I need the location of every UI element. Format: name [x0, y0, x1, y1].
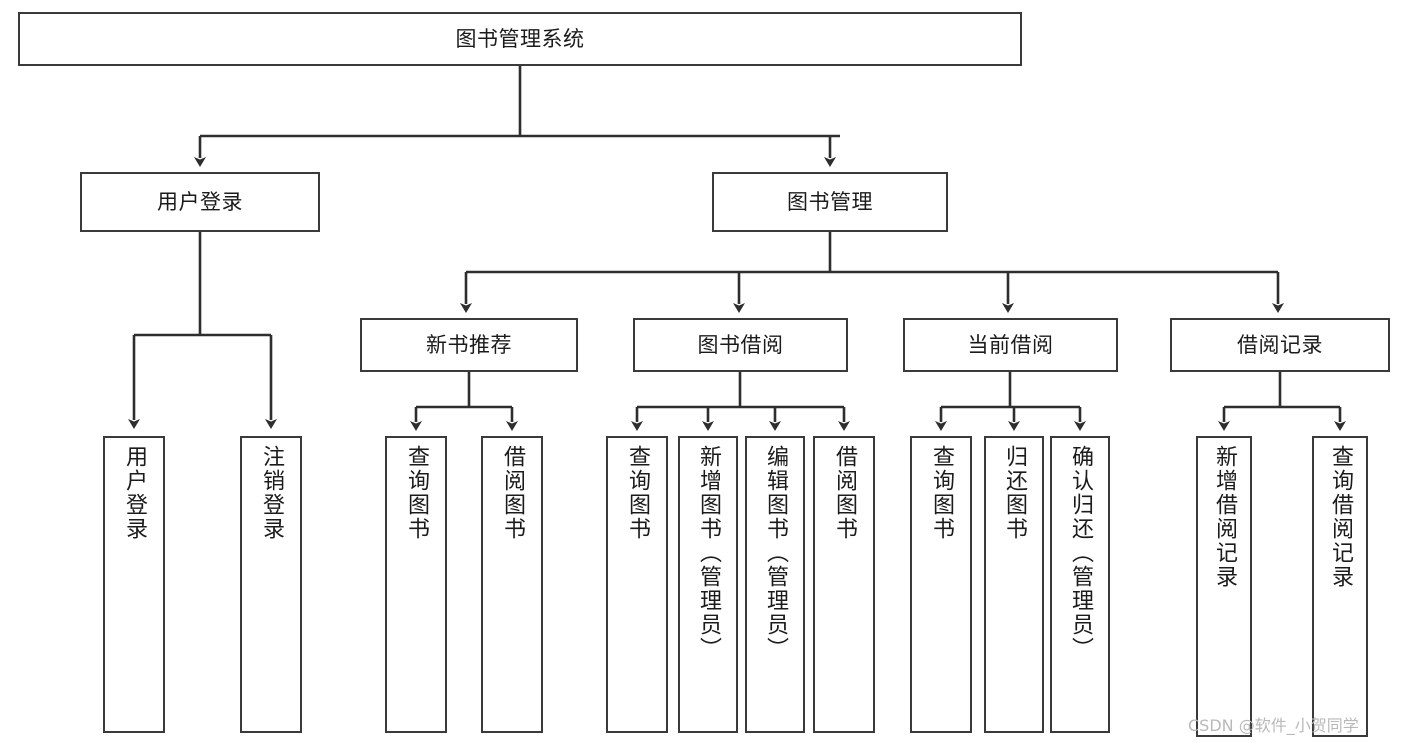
node-leaf-return-book-label: 归还图书: [1002, 445, 1027, 541]
node-leaf-logout[interactable]: 注销登录: [240, 436, 302, 733]
node-root-label: 图书管理系统: [455, 26, 585, 51]
node-book-manage[interactable]: 图书管理: [712, 172, 948, 232]
node-borrow-record-label: 借阅记录: [1237, 332, 1323, 357]
csdn-watermark: CSDN @软件_小贺同学: [1188, 716, 1359, 735]
node-current-borrow[interactable]: 当前借阅: [903, 318, 1118, 372]
node-root[interactable]: 图书管理系统: [18, 12, 1022, 66]
node-leaf-query-book-borrow-label: 查询图书: [625, 445, 650, 541]
node-leaf-add-book[interactable]: 新增图书（管理员）: [678, 436, 738, 733]
node-book-borrow-label: 图书借阅: [697, 332, 784, 357]
node-current-borrow-label: 当前借阅: [967, 332, 1054, 357]
node-new-book-rec[interactable]: 新书推荐: [360, 318, 578, 372]
node-leaf-borrow-book-rec[interactable]: 借阅图书: [481, 436, 543, 733]
node-leaf-add-record-label: 新增借阅记录: [1212, 445, 1237, 589]
node-leaf-query-book-rec[interactable]: 查询图书: [385, 436, 447, 733]
node-user-login-label: 用户登录: [157, 189, 243, 214]
node-leaf-edit-book-label: 编辑图书（管理员）: [763, 445, 788, 661]
node-borrow-record[interactable]: 借阅记录: [1170, 318, 1390, 372]
node-leaf-query-record[interactable]: 查询借阅记录: [1312, 436, 1368, 737]
node-user-login[interactable]: 用户登录: [80, 172, 320, 232]
node-book-manage-label: 图书管理: [787, 189, 873, 214]
node-leaf-confirm-return-label: 确认归还（管理员）: [1068, 445, 1093, 661]
node-leaf-borrow-book-label: 借阅图书: [832, 445, 857, 541]
node-leaf-borrow-book-rec-label: 借阅图书: [500, 445, 525, 541]
node-leaf-query-record-label: 查询借阅记录: [1328, 445, 1353, 589]
node-leaf-logout-label: 注销登录: [259, 445, 284, 541]
node-leaf-return-book[interactable]: 归还图书: [984, 436, 1044, 733]
node-leaf-query-book-borrow[interactable]: 查询图书: [606, 436, 668, 733]
node-leaf-add-book-label: 新增图书（管理员）: [696, 445, 721, 661]
node-leaf-user-login[interactable]: 用户登录: [103, 436, 165, 733]
node-leaf-query-book-rec-label: 查询图书: [404, 445, 429, 541]
node-leaf-user-login-label: 用户登录: [122, 445, 147, 541]
node-leaf-add-record[interactable]: 新增借阅记录: [1196, 436, 1252, 737]
node-leaf-edit-book[interactable]: 编辑图书（管理员）: [745, 436, 805, 733]
node-leaf-query-book-cur-label: 查询图书: [929, 445, 954, 541]
node-leaf-confirm-return[interactable]: 确认归还（管理员）: [1050, 436, 1110, 733]
node-leaf-borrow-book[interactable]: 借阅图书: [813, 436, 875, 733]
node-book-borrow[interactable]: 图书借阅: [633, 318, 848, 372]
node-leaf-query-book-cur[interactable]: 查询图书: [910, 436, 972, 733]
node-new-book-rec-label: 新书推荐: [426, 332, 512, 357]
